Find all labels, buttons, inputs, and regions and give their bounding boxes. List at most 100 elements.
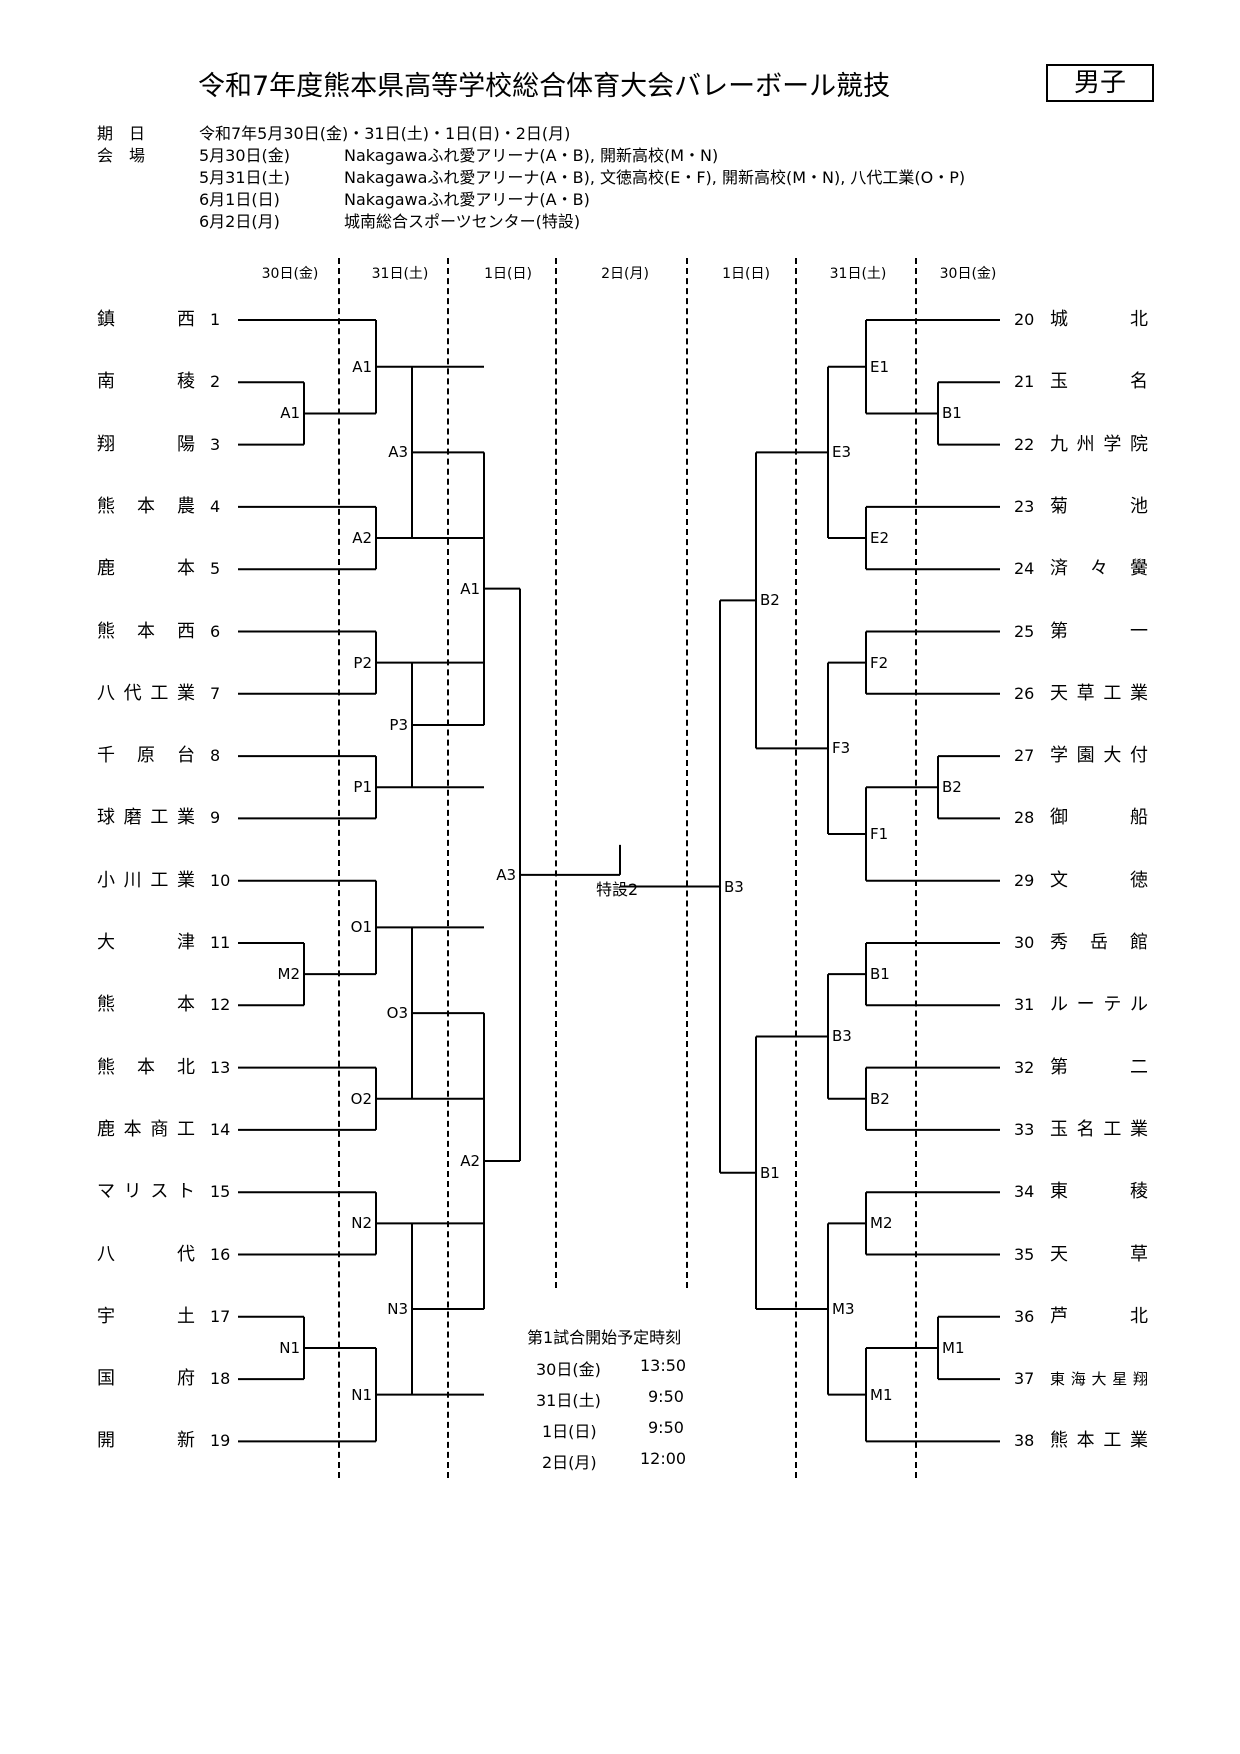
match-label: B1 <box>942 404 962 423</box>
team-name: 玉名工業 <box>1050 1118 1148 1140</box>
team-number: 12 <box>210 995 231 1015</box>
team-name: 大津 <box>97 932 195 953</box>
day-header-3: 1日(日) <box>484 266 532 282</box>
day-header-6: 31日(土) <box>829 266 887 282</box>
team-number: 19 <box>210 1431 231 1451</box>
day-header-4: 2日(月) <box>601 266 649 282</box>
match-label: E1 <box>870 357 890 376</box>
team-number: 10 <box>210 870 231 890</box>
team-number: 26 <box>1014 683 1035 703</box>
team-name: 文徳 <box>1050 869 1148 891</box>
schedule-day-1: 30日(金) <box>536 1360 601 1379</box>
match-label: A1 <box>460 579 480 598</box>
match-label: B2 <box>942 778 962 797</box>
match-label: A2 <box>352 529 372 548</box>
team-number: 35 <box>1014 1244 1035 1264</box>
match-label: M2 <box>277 965 301 984</box>
day-header-2: 31日(土) <box>371 266 429 282</box>
schedule-time-1: 13:50 <box>640 1356 687 1375</box>
team-number: 20 <box>1014 310 1035 329</box>
team-number: 21 <box>1014 372 1035 392</box>
schedule-time-4: 12:00 <box>640 1449 687 1468</box>
team-number: 34 <box>1014 1182 1035 1202</box>
period-value: 令和7年5月30日(金)・31日(土)・1日(日)・2日(月) <box>199 124 571 143</box>
team-name: 鹿本商工 <box>97 1118 195 1140</box>
match-label: M2 <box>870 1214 893 1233</box>
team-name: 学園大付 <box>1050 745 1148 767</box>
team-number: 18 <box>210 1369 231 1389</box>
schedule-title: 第1試合開始予定時刻 <box>527 1328 682 1347</box>
team-number: 36 <box>1014 1306 1035 1326</box>
team-name: 秀岳館 <box>1050 932 1148 953</box>
team-name: 第一 <box>1050 620 1148 642</box>
match-label: B1 <box>870 965 890 984</box>
day-header-1: 30日(金) <box>261 266 319 282</box>
page-title: 令和7年度熊本県高等学校総合体育大会バレーボール競技 <box>198 71 891 102</box>
match-label: F1 <box>870 824 889 843</box>
day-divider <box>447 258 449 1478</box>
team-number: 37 <box>1014 1369 1035 1389</box>
day-divider <box>686 258 688 1288</box>
venue-place-2: Nakagawaふれ愛アリーナ(A・B), 文徳高校(E・F), 開新高校(M・… <box>344 168 966 187</box>
team-number: 7 <box>210 683 221 703</box>
team-name: 芦北 <box>1050 1305 1148 1327</box>
venue-date-1: 5月30日(金) <box>199 146 291 165</box>
team-name: 開新 <box>97 1430 195 1452</box>
team-name: 九州学院 <box>1050 433 1148 455</box>
match-label: B2 <box>760 591 780 610</box>
team-number: 15 <box>210 1182 231 1202</box>
match-label: P3 <box>389 715 408 734</box>
team-number: 8 <box>210 746 221 766</box>
team-number: 16 <box>210 1244 231 1264</box>
match-label: N1 <box>351 1385 372 1404</box>
match-label: N3 <box>387 1300 408 1318</box>
team-number: 6 <box>210 621 221 641</box>
team-name: 熊本農 <box>97 495 195 517</box>
team-number: 4 <box>210 496 221 516</box>
match-label: E3 <box>832 443 852 462</box>
day-divider <box>555 258 557 1288</box>
schedule-time-2: 9:50 <box>648 1387 684 1406</box>
team-number: 22 <box>1014 434 1035 454</box>
team-number: 11 <box>210 933 231 952</box>
day-divider <box>795 258 797 1478</box>
team-name: 第二 <box>1050 1056 1148 1078</box>
match-label: F2 <box>870 653 889 672</box>
team-number: 32 <box>1014 1057 1035 1077</box>
team-name: 球磨工業 <box>97 807 195 829</box>
team-name: 天草 <box>1050 1243 1148 1265</box>
match-label: A3 <box>496 865 516 884</box>
team-name: 南稜 <box>97 371 195 393</box>
team-name: 熊本西 <box>97 620 195 642</box>
match-label: B3 <box>724 877 744 896</box>
match-label: A1 <box>352 357 372 376</box>
team-name: 城北 <box>1050 309 1148 330</box>
team-name: 小川工業 <box>97 869 195 891</box>
team-name: 鹿本 <box>97 558 195 580</box>
day-divider <box>915 258 917 1478</box>
match-label: A2 <box>460 1152 480 1171</box>
match-label: N1 <box>279 1338 300 1357</box>
team-number: 28 <box>1014 808 1035 828</box>
team-number: 31 <box>1014 995 1035 1015</box>
match-label: A1 <box>280 404 300 423</box>
match-label: O2 <box>350 1089 372 1108</box>
team-number: 25 <box>1014 621 1035 641</box>
match-label: M1 <box>942 1338 965 1357</box>
match-label: M1 <box>870 1385 893 1404</box>
schedule-day-3: 1日(日) <box>542 1422 597 1441</box>
team-name: 八代工業 <box>97 682 195 704</box>
match-label: E2 <box>870 529 890 548</box>
team-number: 17 <box>210 1306 231 1326</box>
schedule-day-4: 2日(月) <box>542 1453 597 1472</box>
team-number: 3 <box>210 434 221 454</box>
team-name: 千原台 <box>97 745 195 767</box>
match-label: O3 <box>386 1004 408 1023</box>
team-name: 国府 <box>97 1368 195 1390</box>
team-name: 宇土 <box>97 1305 195 1327</box>
team-name: 熊本 <box>97 994 195 1016</box>
match-label: O1 <box>350 918 372 937</box>
team-name: マリスト <box>97 1181 195 1203</box>
team-number: 13 <box>210 1057 231 1077</box>
team-name: 御船 <box>1050 807 1148 829</box>
